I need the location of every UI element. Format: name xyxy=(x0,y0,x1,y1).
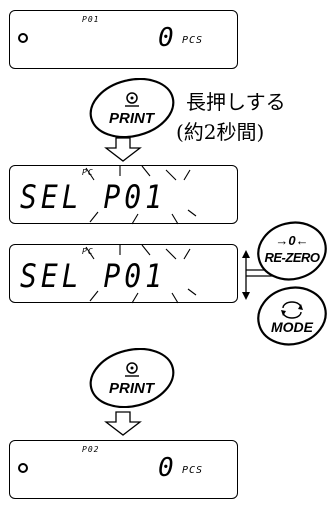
down-arrow-icon xyxy=(104,411,142,436)
instruction-line-1: 長押しする xyxy=(186,90,286,114)
lcd-display-1: P01 0 PCS xyxy=(9,10,238,69)
lcd-display-3: PC SEL P01 xyxy=(9,244,238,304)
print-key-label: PRINT xyxy=(109,110,154,127)
print-key-2-shape xyxy=(89,347,175,409)
display-4-value: 0 xyxy=(158,453,174,483)
display-2-label: PC xyxy=(82,168,94,177)
display-1-value: 0 xyxy=(158,23,174,53)
instruction-line-2: (約2秒間) xyxy=(176,120,265,144)
rezero-key[interactable]: →0← RE-ZERO xyxy=(256,220,328,282)
blink-marks-icon xyxy=(85,166,197,225)
print-key-2[interactable]: PRINT xyxy=(87,347,176,409)
rezero-key-symbol: →0← xyxy=(275,233,309,248)
down-arrow-icon xyxy=(104,137,142,162)
print-key[interactable]: PRINT xyxy=(87,77,176,139)
rezero-key-label: RE-ZERO xyxy=(264,250,321,265)
mode-key[interactable]: MODE xyxy=(256,285,328,347)
blink-marks-icon xyxy=(85,245,197,304)
display-2-main: SEL P01 xyxy=(20,178,167,216)
display-4-label: P02 xyxy=(82,445,100,454)
stable-indicator-icon xyxy=(18,463,28,473)
lcd-display-2: PC SEL P01 xyxy=(9,165,238,225)
display-1-label: P01 xyxy=(82,15,100,24)
stable-indicator-icon xyxy=(18,33,28,43)
rezero-key-shape xyxy=(257,221,327,281)
display-1-unit: PCS xyxy=(182,35,204,46)
display-3-label: PC xyxy=(82,247,94,256)
lcd-display-4: P02 0 PCS xyxy=(9,440,238,499)
print-key-2-label: PRINT xyxy=(109,380,154,397)
mode-key-shape xyxy=(257,286,327,346)
display-4-unit: PCS xyxy=(182,465,204,476)
display-3-main: SEL P01 xyxy=(20,257,167,295)
mode-key-label: MODE xyxy=(271,319,313,335)
print-key-shape xyxy=(89,77,175,139)
